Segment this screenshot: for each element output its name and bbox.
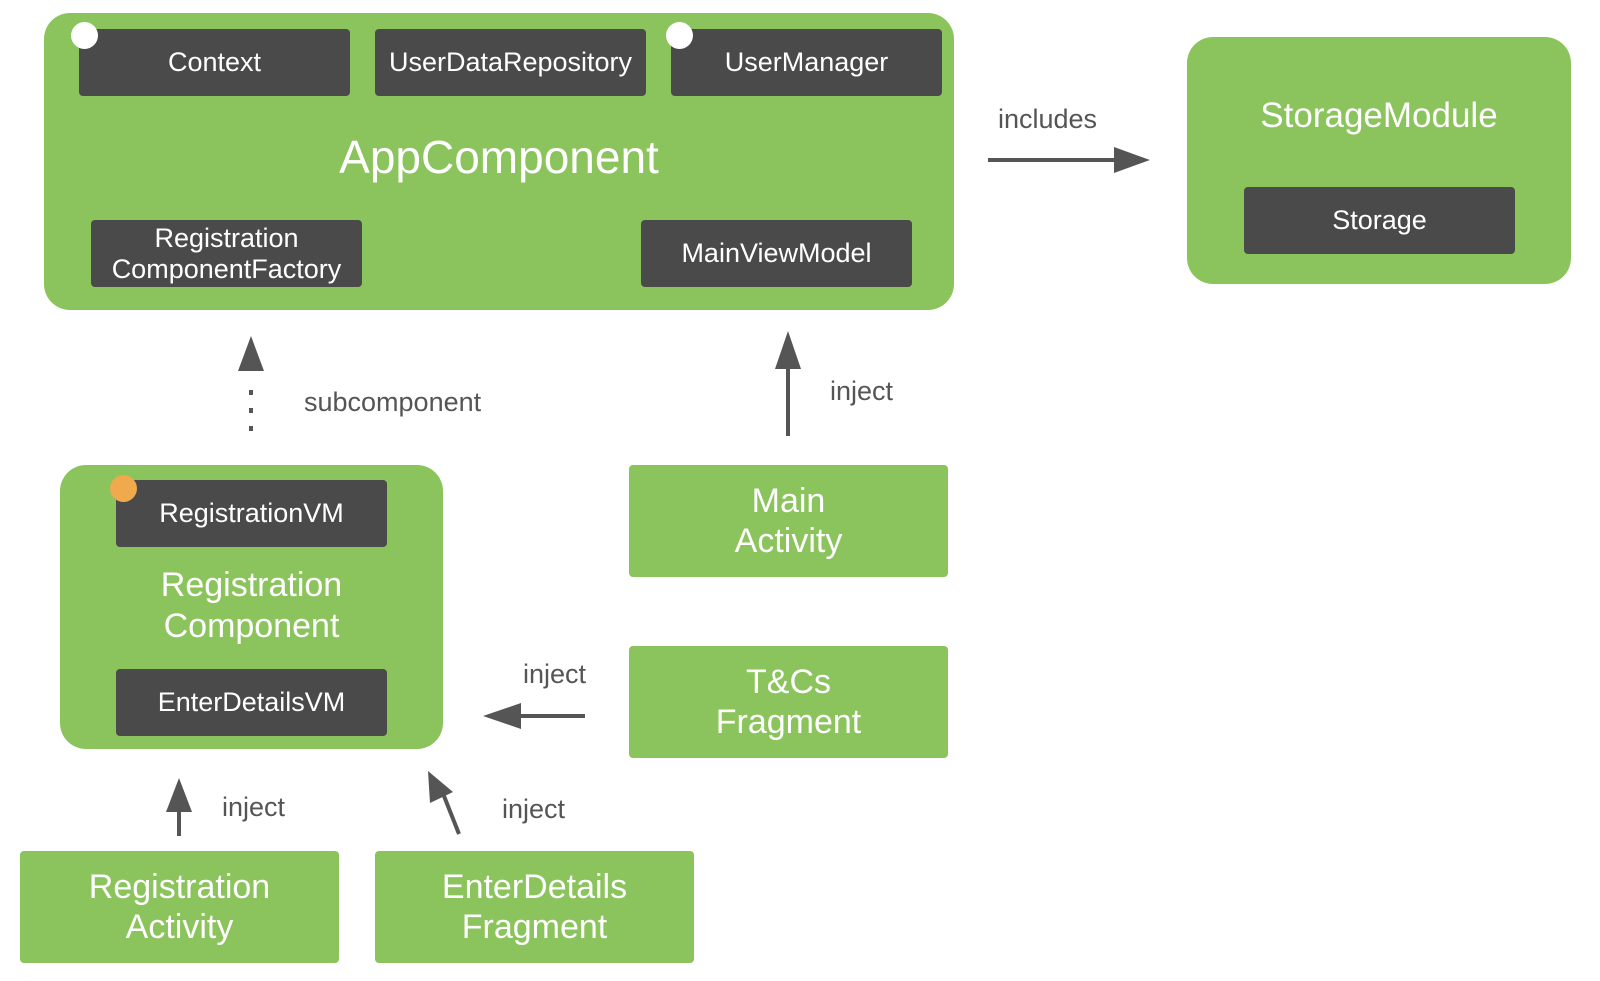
inject-enter-details-arrow [428, 771, 461, 835]
registration-component-factory-box: Registration ComponentFactory [91, 220, 362, 287]
tcs-fragment-label: T&Cs Fragment [715, 663, 862, 741]
inject-registration-arrow [166, 778, 192, 836]
orange-dot [110, 475, 137, 502]
storage-module: StorageModule Storage [1187, 37, 1571, 284]
registration-vm-label: RegistrationVM [159, 498, 344, 528]
main-activity-label: Main Activity [734, 482, 843, 560]
registration-vm-box: RegistrationVM [116, 480, 387, 547]
inject-tcs-label: inject [523, 659, 587, 689]
storage-module-title: StorageModule [1260, 96, 1498, 135]
inject-tcs-arrow [483, 703, 585, 729]
registration-component-title: Registration Component [160, 566, 343, 645]
inject-main-arrow [775, 331, 801, 436]
user-data-repository-box: UserDataRepository [375, 29, 646, 96]
enter-details-fragment: EnterDetails Fragment [375, 851, 694, 963]
registration-activity: Registration Activity [20, 851, 339, 963]
context-label: Context [167, 47, 262, 77]
enter-details-vm-label: EnterDetailsVM [157, 687, 346, 717]
app-component-title: AppComponent [339, 131, 659, 183]
enter-details-fragment-label: EnterDetails Fragment [441, 868, 628, 946]
context-box: Context [79, 29, 350, 96]
user-manager-box: UserManager [671, 29, 942, 96]
inject-enter-details-label: inject [502, 794, 566, 824]
inject-main-label: inject [830, 376, 894, 406]
enter-details-vm-box: EnterDetailsVM [116, 669, 387, 736]
registration-activity-label: Registration Activity [88, 868, 271, 946]
user-data-repository-label: UserDataRepository [388, 47, 633, 77]
registration-component: RegistrationVM Registration Component En… [60, 465, 443, 749]
registration-component-factory-label: Registration ComponentFactory [111, 222, 342, 284]
tcs-fragment: T&Cs Fragment [629, 646, 948, 758]
subcomponent-label: subcomponent [304, 387, 482, 417]
main-activity: Main Activity [629, 465, 948, 577]
storage-box: Storage [1244, 187, 1515, 254]
app-component: Context UserDataRepository UserManager A… [44, 13, 954, 310]
white-dot [666, 22, 693, 49]
user-manager-label: UserManager [724, 47, 889, 77]
main-view-model-label: MainViewModel [681, 238, 872, 268]
white-dot [71, 22, 98, 49]
main-view-model-box: MainViewModel [641, 220, 912, 287]
subcomponent-arrow [238, 336, 264, 440]
storage-label: Storage [1332, 205, 1427, 235]
includes-arrow [988, 147, 1150, 173]
inject-registration-label: inject [222, 792, 286, 822]
includes-label: includes [998, 104, 1098, 134]
